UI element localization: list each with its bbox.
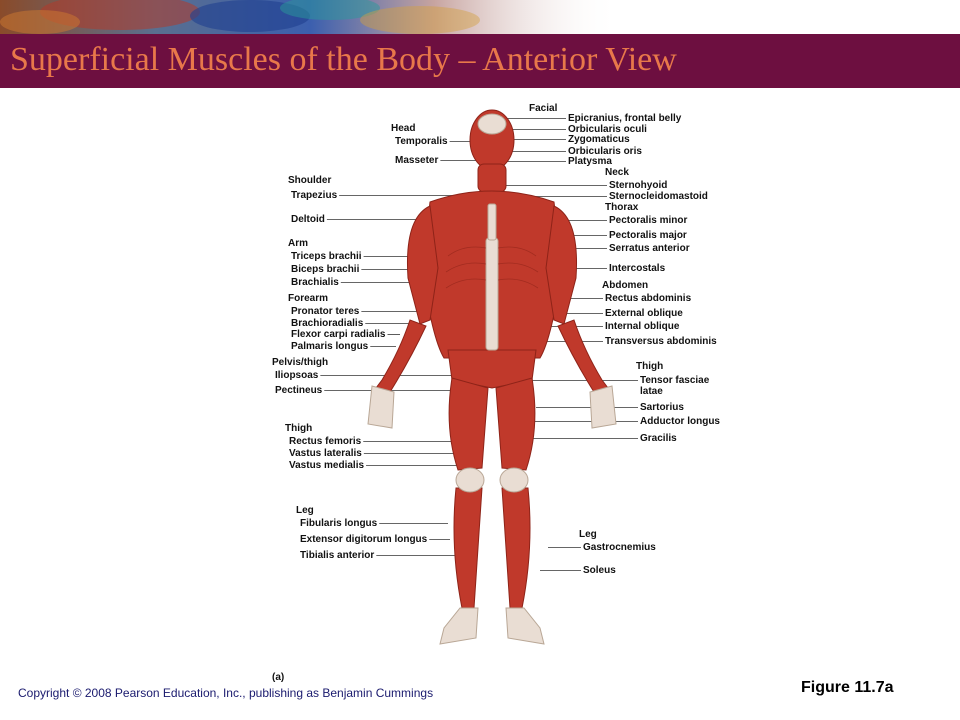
right-hand xyxy=(367,385,395,429)
label-thorax: Thorax xyxy=(605,202,639,213)
forehead-aponeurosis xyxy=(477,113,507,135)
linea-alba xyxy=(485,237,499,351)
label-tensor-fasciae: Tensor fasciae xyxy=(640,375,710,386)
title-bar: Superficial Muscles of the Body – Anteri… xyxy=(0,34,960,88)
left-hand xyxy=(589,385,617,429)
label-iliopsoas: Iliopsoas xyxy=(275,370,319,381)
label-vastus-medialis: Vastus medialis xyxy=(289,460,365,471)
slide-title: Superficial Muscles of the Body – Anteri… xyxy=(10,41,677,78)
figure-reference: Figure 11.7a xyxy=(801,679,894,696)
label-flexor-carpi-radialis: Flexor carpi radialis xyxy=(291,329,386,340)
label-masseter: Masseter xyxy=(395,155,439,166)
label-forearm: Forearm xyxy=(288,293,329,304)
label-rectus-femoris: Rectus femoris xyxy=(289,436,362,447)
label-triceps-brachii: Triceps brachii xyxy=(291,251,362,262)
label-palmaris-longus: Palmaris longus xyxy=(291,341,369,352)
label-thigh-left: Thigh xyxy=(285,423,313,434)
label-extensor-digitorum-longus: Extensor digitorum longus xyxy=(300,534,428,545)
label-gastrocnemius: Gastrocnemius xyxy=(583,542,656,553)
label-gracilis: Gracilis xyxy=(640,433,677,444)
label-pectineus: Pectineus xyxy=(275,385,323,396)
label-soleus: Soleus xyxy=(583,565,616,576)
label-brachialis: Brachialis xyxy=(291,277,339,288)
label-sternocleidomastoid: Sternocleidomastoid xyxy=(609,191,708,202)
anatomy-illustration xyxy=(367,109,617,645)
label-fibularis-longus: Fibularis longus xyxy=(300,518,378,529)
label-internal-oblique: Internal oblique xyxy=(605,321,680,332)
label-neck: Neck xyxy=(605,167,629,178)
label-pectoralis-minor: Pectoralis minor xyxy=(609,215,688,226)
banner-art xyxy=(0,0,620,34)
label-zygomaticus: Zygomaticus xyxy=(568,134,630,145)
label-biceps-brachii: Biceps brachii xyxy=(291,264,360,275)
label-adductor-longus: Adductor longus xyxy=(640,416,720,427)
panel-label: (a) xyxy=(272,672,285,683)
label-arm: Arm xyxy=(288,238,309,249)
label-temporalis: Temporalis xyxy=(395,136,448,147)
label-sartorius: Sartorius xyxy=(640,402,684,413)
label-pelvis-thigh: Pelvis/thigh xyxy=(272,357,329,368)
left-leg xyxy=(501,487,531,609)
label-leg-right: Leg xyxy=(579,529,597,540)
label-latae: latae xyxy=(640,386,663,397)
label-pronator-teres: Pronator teres xyxy=(291,306,360,317)
label-sternohyoid: Sternohyoid xyxy=(609,180,668,191)
label-abdomen: Abdomen xyxy=(602,280,649,291)
label-intercostals: Intercostals xyxy=(609,263,666,274)
label-orbicularis-oculi: Orbicularis oculi xyxy=(568,124,647,135)
right-knee xyxy=(455,467,485,493)
right-upper-arm xyxy=(407,205,439,325)
muscle-figure: Head Temporalis Masseter Shoulder Trapez… xyxy=(0,88,960,688)
label-leg-left: Leg xyxy=(296,505,314,516)
sternum xyxy=(487,203,497,241)
right-foot xyxy=(439,607,479,645)
label-epicranius: Epicranius, frontal belly xyxy=(568,113,682,124)
label-orbicularis-oris: Orbicularis oris xyxy=(568,146,642,157)
neck xyxy=(477,163,507,193)
copyright-text: Copyright © 2008 Pearson Education, Inc.… xyxy=(18,686,434,700)
label-external-oblique: External oblique xyxy=(605,308,683,319)
left-thigh xyxy=(495,377,536,471)
right-leg xyxy=(453,487,483,609)
label-rectus-abdominis: Rectus abdominis xyxy=(605,293,692,304)
label-deltoid: Deltoid xyxy=(291,214,325,225)
right-thigh xyxy=(448,377,489,471)
label-tibialis-anterior: Tibialis anterior xyxy=(300,550,375,561)
label-pectoralis-major: Pectoralis major xyxy=(609,230,687,241)
left-foot xyxy=(505,607,545,645)
label-transversus-abdominis: Transversus abdominis xyxy=(605,336,717,347)
label-facial: Facial xyxy=(529,103,558,114)
left-upper-arm xyxy=(545,205,577,325)
label-thigh-right: Thigh xyxy=(636,361,664,372)
left-knee xyxy=(499,467,529,493)
label-serratus-anterior: Serratus anterior xyxy=(609,243,690,254)
label-shoulder: Shoulder xyxy=(288,175,332,186)
label-vastus-lateralis: Vastus lateralis xyxy=(289,448,362,459)
label-trapezius: Trapezius xyxy=(291,190,338,201)
label-head: Head xyxy=(391,123,416,134)
decorative-banner xyxy=(0,0,960,34)
label-platysma: Platysma xyxy=(568,156,612,167)
left-forearm xyxy=(557,319,609,393)
label-brachioradialis: Brachioradialis xyxy=(291,318,364,329)
